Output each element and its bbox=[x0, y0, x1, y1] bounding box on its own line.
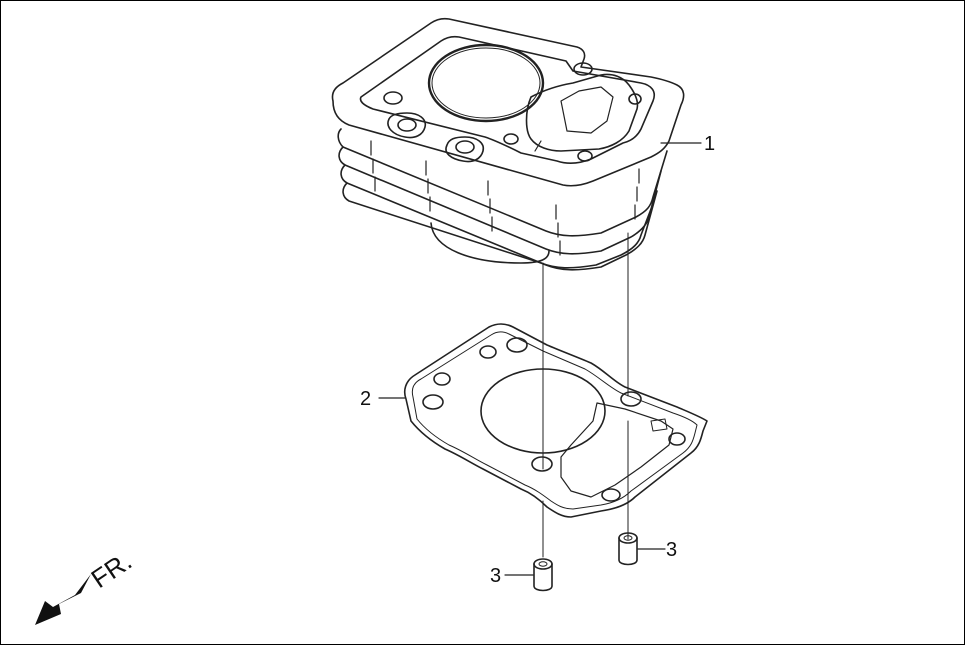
dowel-pin-b bbox=[618, 532, 638, 566]
arrow-down-left-icon bbox=[35, 574, 91, 625]
callout-2: 2 bbox=[360, 388, 371, 410]
callout-3a: 3 bbox=[490, 565, 501, 587]
callout-3b: 3 bbox=[666, 539, 677, 561]
gasket-part bbox=[403, 323, 708, 518]
dowel-pin-a bbox=[533, 558, 553, 592]
callout-1: 1 bbox=[704, 133, 715, 155]
front-direction-label: FR. bbox=[86, 546, 138, 594]
cylinder-part bbox=[331, 17, 685, 271]
